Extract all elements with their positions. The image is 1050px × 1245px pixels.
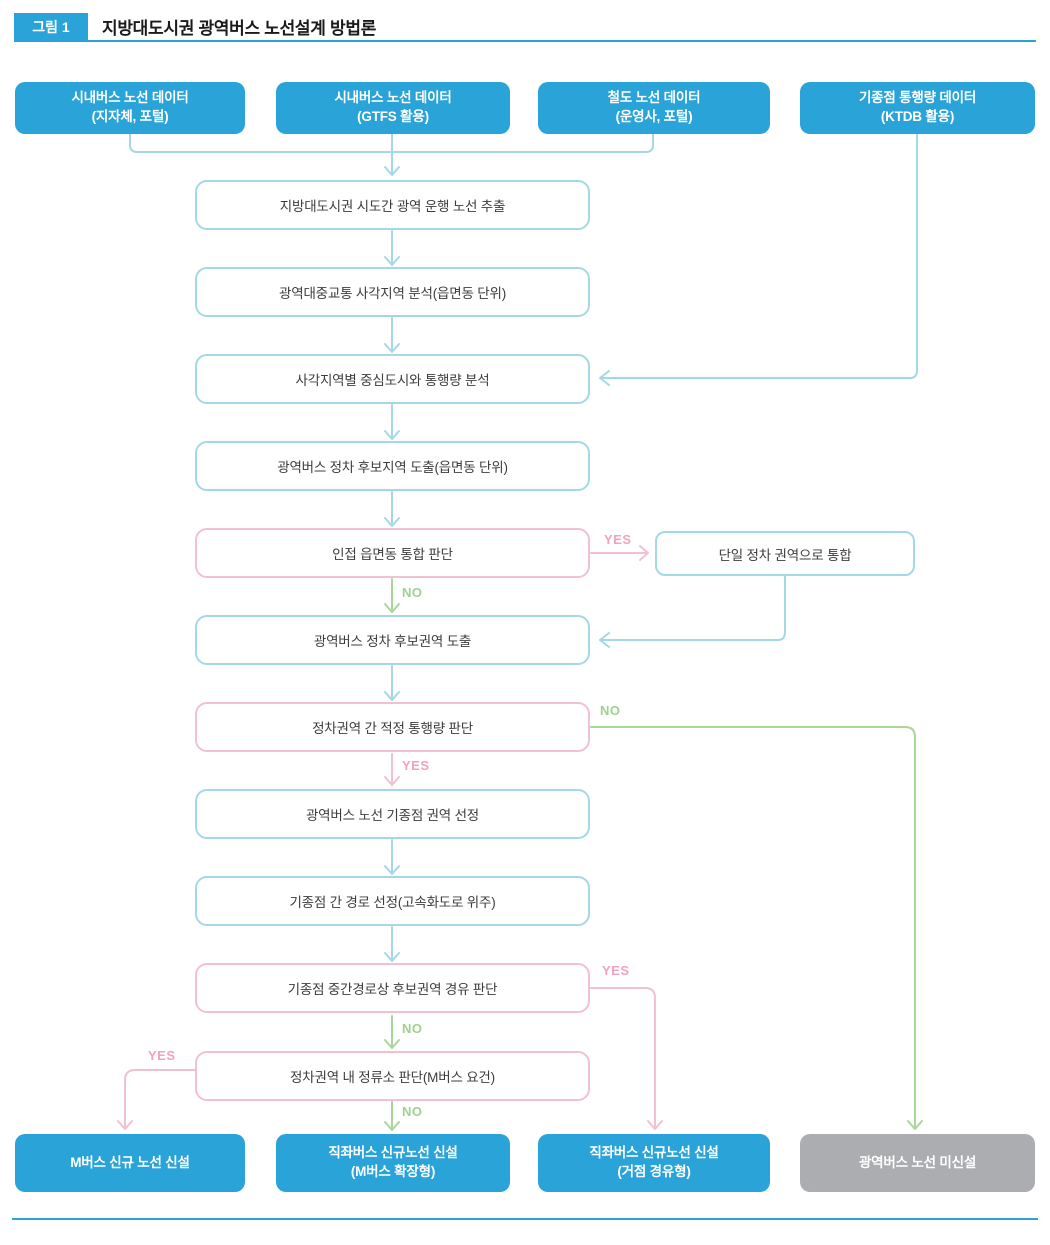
decision-traffic-volume: 정차권역 간 적정 통행량 판단 [195,702,590,752]
outcome-mbus-new: M버스 신규 노선 신설 [15,1134,245,1192]
outcome-express-mbus-ext: 직좌버스 신규노선 신설 (M버스 확장형) [276,1134,510,1192]
label-yes-via: YES [602,963,630,978]
label-no-mbus: NO [402,1104,423,1119]
arrow-step3-step4 [384,404,400,440]
outcome-express-hub-via: 직좌버스 신규노선 신설 (거점 경유형) [538,1134,770,1192]
decision-via-zone: 기종점 중간경로상 후보권역 경유 판단 [195,963,590,1013]
source-sublabel: (KTDB 활용) [880,109,955,124]
outcome-label: 광역버스 노선 미신설 [858,1154,977,1170]
outcome-sublabel: (M버스 확장형) [350,1164,436,1179]
footer-divider [12,1218,1038,1220]
arrow-step10-yes-outcome3 [590,987,663,1130]
arrow-step1-step2 [384,230,400,266]
arrow-step5-yes-sidebox [590,545,649,561]
figure-title: 지방대도시권 광역버스 노선설계 방법론 [102,19,377,38]
label-no-via: NO [402,1021,423,1036]
step-traffic-analysis: 사각지역별 중심도시와 통행량 분석 [195,354,590,404]
figure-number-badge: 그림 1 [14,13,88,40]
decision-merge-adjacent: 인접 읍면동 통합 판단 [195,528,590,578]
label-yes-mbus: YES [148,1048,176,1063]
step-candidate-area: 광역버스 정차 후보지역 도출(읍면동 단위) [195,441,590,491]
step-route-select: 기종점 간 경로 선정(고속화도로 위주) [195,876,590,926]
outcome-label: 직좌버스 신규노선 신설 [589,1145,719,1161]
arrow-step2-step3 [384,317,400,353]
source-label: 시내버스 노선 데이터 [334,90,452,106]
label-yes-merge: YES [604,532,632,547]
arrow-source2-step1 [384,133,400,176]
connector-source-collector [129,133,654,153]
arrow-step7-yes-step8 [384,753,400,786]
arrow-step11-yes-outcome1 [117,1069,197,1130]
step-merge-single-zone: 단일 정차 권역으로 통합 [655,531,915,576]
step-candidate-zone: 광역버스 정차 후보권역 도출 [195,615,590,665]
source-label: 기종점 통행량 데이터 [858,90,977,106]
outcome-label: 직좌버스 신규노선 신설 [328,1145,458,1161]
step-od-zone-select: 광역버스 노선 기종점 권역 선정 [195,789,590,839]
source-label: 시내버스 노선 데이터 [71,90,189,106]
header-divider [14,40,1036,42]
label-no-traffic: NO [600,703,621,718]
arrow-step5-no-step6 [384,578,400,613]
label-yes-traffic: YES [402,758,430,773]
arrow-step9-step10 [384,926,400,962]
outcome-sublabel: (거점 경유형) [617,1164,691,1179]
arrow-step7-no-outcome4 [590,726,923,1130]
source-rail: 철도 노선 데이터 (운영사, 포털) [538,82,770,134]
source-label: 철도 노선 데이터 [607,90,701,106]
arrow-sidebox-step6 [599,575,786,648]
step-extract-routes: 지방대도시권 시도간 광역 운행 노선 추출 [195,180,590,230]
arrow-step6-step7 [384,665,400,701]
arrow-step8-step9 [384,839,400,875]
outcome-label: M버스 신규 노선 신설 [70,1154,190,1170]
outcome-no-route: 광역버스 노선 미신설 [800,1134,1035,1192]
source-citybus-portal: 시내버스 노선 데이터 (지자체, 포털) [15,82,245,134]
step-blindspot-analysis: 광역대중교통 사각지역 분석(읍면동 단위) [195,267,590,317]
arrow-step10-no-step11 [384,1015,400,1049]
decision-mbus-stop: 정차권역 내 정류소 판단(M버스 요건) [195,1051,590,1101]
arrow-ktdb-step3 [599,133,918,386]
label-no-merge: NO [402,585,423,600]
source-sublabel: (GTFS 활용) [357,109,429,124]
source-sublabel: (지자체, 포털) [91,109,169,124]
source-sublabel: (운영사, 포털) [615,109,693,124]
arrow-step4-step5 [384,491,400,527]
arrow-step11-no-outcome2 [384,1101,400,1131]
source-od-traffic: 기종점 통행량 데이터 (KTDB 활용) [800,82,1035,134]
source-citybus-gtfs: 시내버스 노선 데이터 (GTFS 활용) [276,82,510,134]
